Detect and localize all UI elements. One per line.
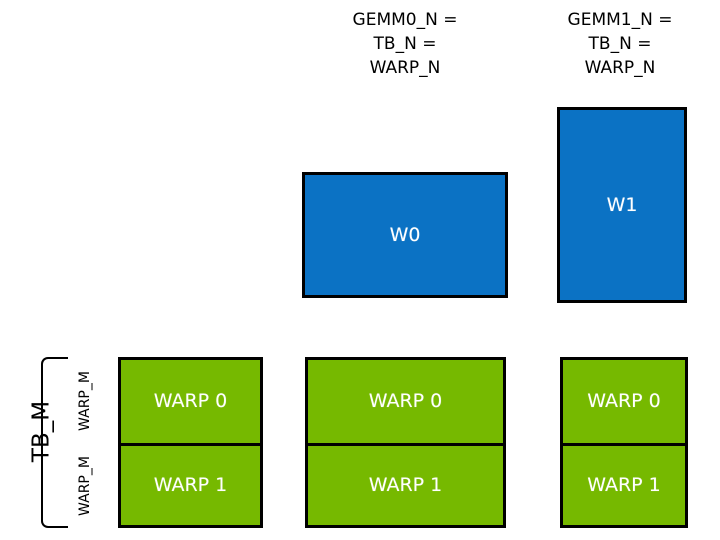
green-cell-warp0: WARP 0 bbox=[308, 360, 503, 443]
green-cell-warp1-label: WARP 1 bbox=[587, 473, 661, 496]
green-cell-warp0: WARP 0 bbox=[121, 360, 260, 443]
blue-box-w1-label: W1 bbox=[606, 193, 638, 216]
header-caption-gemm0: GEMM0_N = TB_N = WARP_N bbox=[352, 10, 458, 78]
green-cell-warp1: WARP 1 bbox=[121, 442, 260, 525]
green-cell-warp0-label: WARP 0 bbox=[153, 389, 228, 412]
blue-box-w0: W0 bbox=[302, 172, 508, 298]
green-cell-warp0-label: WARP 0 bbox=[587, 389, 661, 412]
axis-label-warp-m-bottom: WARP_M bbox=[77, 456, 93, 516]
blue-box-w1: W1 bbox=[557, 107, 687, 303]
blue-box-w0-label: W0 bbox=[389, 223, 421, 246]
green-cell-warp1-label: WARP 1 bbox=[153, 473, 228, 496]
green-stack-2: WARP 0 WARP 1 bbox=[560, 357, 688, 528]
green-cell-warp0-label: WARP 0 bbox=[368, 389, 443, 412]
green-stack-1: WARP 0 WARP 1 bbox=[305, 357, 506, 528]
green-cell-warp1: WARP 1 bbox=[563, 442, 685, 525]
green-stack-0: WARP 0 WARP 1 bbox=[118, 357, 263, 528]
green-cell-warp1: WARP 1 bbox=[308, 442, 503, 525]
axis-label-warp-m-top: WARP_M bbox=[77, 371, 93, 431]
green-cell-warp0: WARP 0 bbox=[563, 360, 685, 443]
tb-m-bracket bbox=[41, 357, 68, 528]
green-cell-warp1-label: WARP 1 bbox=[368, 473, 443, 496]
header-caption-gemm1: GEMM1_N = TB_N = WARP_N bbox=[567, 10, 673, 78]
